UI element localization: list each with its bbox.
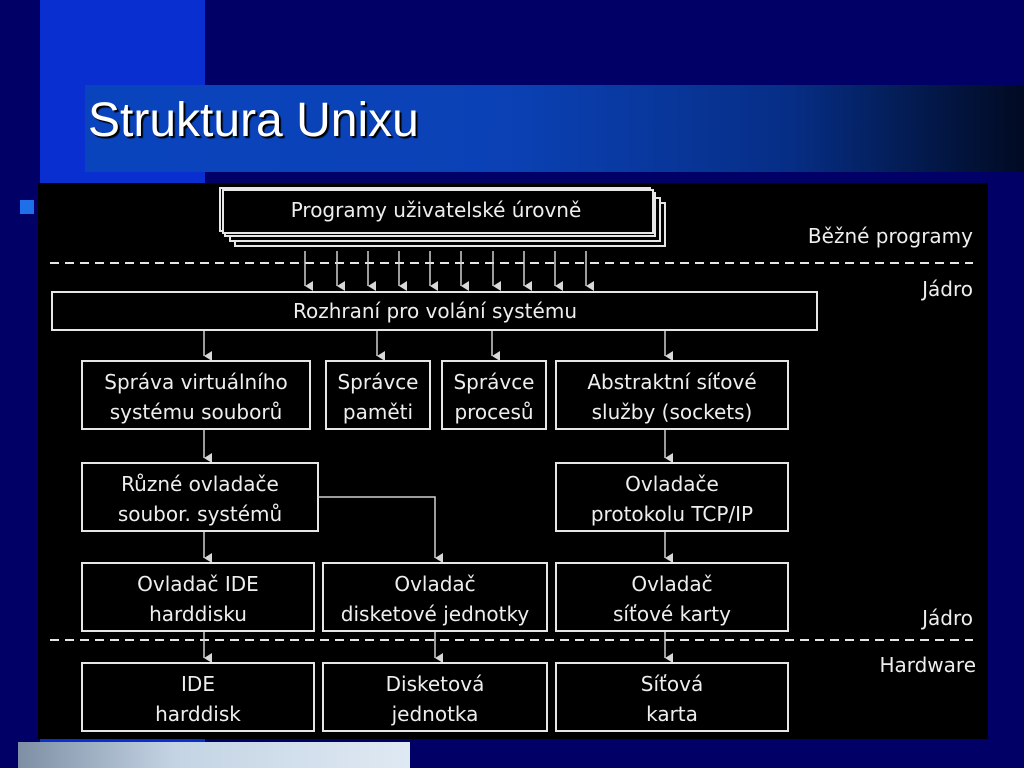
title-bar <box>85 85 1024 172</box>
user-programs-label: Programy uživatelské úrovně <box>291 198 582 222</box>
user-programs-box: Programy uživatelské úrovně <box>219 187 666 247</box>
network-services-line-2: služby (sockets) <box>592 400 753 424</box>
bottom-accent-bar <box>18 742 410 768</box>
syscall-subsystem-arrows <box>203 331 673 361</box>
memory-manager-line-1: Správce <box>337 370 418 394</box>
subsystem-driver-arrows <box>203 430 673 463</box>
nic-driver-line-1: Ovladač <box>631 572 712 596</box>
tcpip-drivers-box: Ovladače protokolu TCP/IP <box>555 462 789 532</box>
vfs-line-1: Správa virtuálního <box>104 370 287 394</box>
vfs-box: Správa virtuálního systému souborů <box>81 360 311 430</box>
floppy-unit-line-2: jednotka <box>391 702 479 726</box>
tcpip-drivers-line-1: Ovladače <box>625 472 719 496</box>
memory-manager-box: Správce paměti <box>325 360 431 430</box>
floppy-unit-line-1: Disketová <box>386 672 485 696</box>
network-services-box: Abstraktní síťové služby (sockets) <box>555 360 789 430</box>
ide-disk-line-2: harddisk <box>155 702 241 726</box>
fs-drivers-line-2: soubor. systémů <box>118 502 282 526</box>
ide-driver-line-1: Ovladač IDE <box>137 572 259 596</box>
nic-driver-box: Ovladač síťové karty <box>555 562 789 632</box>
driver-device-driver-arrows <box>203 496 673 563</box>
bullet-marker <box>20 200 34 214</box>
fs-drivers-box: Různé ovladače soubor. systémů <box>81 462 319 532</box>
syscall-interface-label: Rozhraní pro volání systému <box>293 299 577 323</box>
unix-structure-diagram: Běžné programy Jádro Jádro Hardware Prog… <box>38 183 988 739</box>
label-bezne-programy: Běžné programy <box>808 224 973 248</box>
fs-drivers-line-1: Různé ovladače <box>121 472 279 496</box>
program-syscall-arrows <box>304 251 594 291</box>
vfs-line-2: systému souborů <box>110 400 283 424</box>
driver-hardware-arrows <box>203 632 673 663</box>
network-services-line-1: Abstraktní síťové <box>587 370 756 394</box>
label-hardware: Hardware <box>879 653 976 677</box>
nic-box: Síťová karta <box>555 662 789 732</box>
tcpip-drivers-line-2: protokolu TCP/IP <box>591 502 753 526</box>
nic-line-1: Síťová <box>641 672 703 696</box>
ide-driver-box: Ovladač IDE harddisku <box>81 562 315 632</box>
syscall-interface-box: Rozhraní pro volání systému <box>51 291 818 331</box>
floppy-driver-box: Ovladač disketové jednotky <box>322 562 548 632</box>
floppy-unit-box: Disketová jednotka <box>322 662 548 732</box>
floppy-driver-line-2: disketové jednotky <box>341 602 530 626</box>
process-manager-line-2: procesů <box>454 400 533 424</box>
nic-line-2: karta <box>646 702 698 726</box>
memory-manager-line-2: paměti <box>343 400 413 424</box>
label-jadro-top: Jádro <box>920 277 973 301</box>
slide-title: Struktura Unixu <box>88 94 419 147</box>
nic-driver-line-2: síťové karty <box>613 602 731 626</box>
process-manager-line-1: Správce <box>453 370 534 394</box>
process-manager-box: Správce procesů <box>441 360 547 430</box>
floppy-driver-line-1: Ovladač <box>394 572 475 596</box>
ide-driver-line-2: harddisku <box>149 602 247 626</box>
ide-disk-line-1: IDE <box>181 672 215 696</box>
ide-disk-box: IDE harddisk <box>81 662 315 732</box>
label-jadro-bottom: Jádro <box>920 606 973 630</box>
